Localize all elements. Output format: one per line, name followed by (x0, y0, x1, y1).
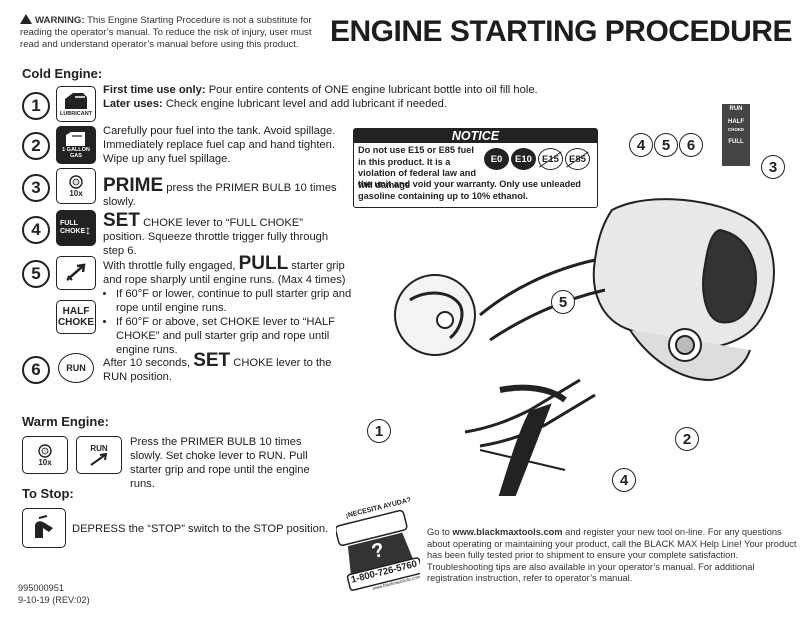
step-5-bullet: If 60°F or lower, continue to pull start… (116, 287, 361, 315)
fuel-badge-e15: E15 (538, 148, 563, 170)
step-6-big: SET (193, 350, 231, 371)
step-1-text2: Check engine lubricant level and add lub… (165, 98, 447, 110)
step-3-text: PRIME press the PRIMER BULB 10 times slo… (103, 175, 358, 209)
step-5-number: 5 (22, 260, 50, 288)
fuel-badge-e0: E0 (484, 148, 509, 170)
step-5-big: PULL (238, 253, 289, 274)
gas-can-icon: 1 GALLON GAS (56, 126, 96, 164)
warm-run-icon: RUN (76, 436, 122, 474)
help-phone-badge: ? (336, 509, 420, 591)
choke-tag-choke: CHOKE (727, 127, 745, 132)
warm-primer-icon: 10x (22, 436, 68, 474)
step-5-text: With throttle fully engaged, PULL starte… (103, 253, 361, 357)
warm-primer-icon-label: 10x (38, 457, 52, 467)
fuel-badge-e10: E10 (511, 148, 536, 170)
step-4-body: CHOKE lever to “FULL CHOKE” position. Sq… (103, 217, 329, 257)
trimmer-illustration (394, 198, 775, 496)
step-5-bullets: If 60°F or lower, continue to pull start… (103, 287, 361, 357)
step-5-pre: With throttle fully engaged, (103, 260, 236, 272)
warm-run-icon-label: RUN (90, 443, 108, 453)
callout-6-top: 6 (679, 133, 703, 157)
step-2-text: Carefully pour fuel into the tank. Avoid… (103, 125, 336, 165)
notice-text-2: the unit and void your warranty. Only us… (358, 179, 581, 201)
step-3-body: press the PRIMER BULB 10 times slowly. (103, 182, 337, 208)
primer-bulb-icon: 10x (56, 168, 96, 204)
primer-bulb-icon-label: 10x (69, 188, 83, 198)
callout-3: 3 (761, 155, 785, 179)
help-text: Go to www.blackmaxtools.com and register… (427, 527, 797, 585)
svg-text:?: ? (369, 539, 386, 563)
step-2-number: 2 (22, 132, 50, 160)
warning-icon (20, 14, 32, 24)
half-choke-icon: HALF CHOKE (56, 300, 96, 334)
help-url-link[interactable]: www.blackmaxtools.com (452, 527, 563, 537)
callout-1: 1 (367, 419, 391, 443)
warning-label: WARNING: (35, 15, 85, 26)
step-1-lead1: First time use only: (103, 84, 206, 96)
pull-cord-icon (56, 256, 96, 290)
warning-text: This Engine Starting Procedure is not a … (20, 15, 312, 50)
step-1-text: First time use only: Pour entire content… (103, 83, 553, 111)
run-icon-label: RUN (66, 363, 86, 373)
cold-engine-heading: Cold Engine: (22, 66, 103, 81)
fuel-notice: NOTICE Do not use E15 or E85 fuel in thi… (353, 128, 598, 208)
fuel-badge-e85: E85 (565, 148, 590, 170)
step-6-pre: After 10 seconds, (103, 357, 191, 369)
lubricant-icon: LUBRICANT (56, 86, 96, 122)
choke-lever-glyph: ↕ (85, 223, 91, 237)
gas-can-icon-label: 1 GALLON GAS (62, 147, 90, 159)
step-1-number: 1 (22, 92, 50, 120)
help-pre: Go to (427, 527, 450, 537)
document-footer: 995000951 9-10-19 (REV:02) (18, 582, 90, 606)
callout-2: 2 (675, 427, 699, 451)
warning-notice: WARNING: This Engine Starting Procedure … (20, 14, 320, 51)
full-choke-icon-label: FULL CHOKE (60, 220, 86, 235)
step-4-number: 4 (22, 216, 50, 244)
step-6-number: 6 (22, 356, 50, 384)
lubricant-icon-label: LUBRICANT (59, 111, 93, 117)
step-4-text: SET CHOKE lever to “FULL CHOKE” position… (103, 210, 338, 258)
part-number: 995000951 (18, 583, 64, 593)
revision-date: 9-10-19 (REV:02) (18, 595, 90, 605)
choke-tag-half: HALF (728, 119, 744, 125)
fuel-badges: E0 E10 E15 E85 (484, 148, 590, 170)
help-body: and register your new tool on-line. For … (427, 527, 797, 584)
stop-switch-icon (22, 508, 66, 548)
page-title: ENGINE STARTING PROCEDURE (330, 15, 792, 48)
callout-5-top: 5 (654, 133, 678, 157)
callout-5: 5 (551, 290, 575, 314)
step-4-big: SET (103, 210, 140, 231)
warm-engine-heading: Warm Engine: (22, 414, 109, 429)
step-1-text1: Pour entire contents of ONE engine lubri… (208, 84, 538, 96)
run-icon: RUN (58, 353, 94, 383)
callout-4-bottom: 4 (612, 468, 636, 492)
step-5-bullet: If 60°F or above, set CHOKE lever to “HA… (116, 315, 361, 357)
step-6-text: After 10 seconds, SET CHOKE lever to the… (103, 350, 343, 384)
callout-4-top: 4 (629, 133, 653, 157)
step-5-body: starter grip and rope sharply until engi… (103, 260, 346, 286)
notice-heading: NOTICE (354, 129, 597, 143)
notice-text-1: Do not use E15 or E85 fuel in this produ… (358, 145, 476, 190)
choke-tag-run: RUN (729, 106, 743, 112)
step-6-body: CHOKE lever to the RUN position. (103, 357, 332, 383)
to-stop-heading: To Stop: (22, 486, 74, 501)
choke-tag-full: FULL (728, 139, 744, 145)
half-choke-icon-label: HALF CHOKE (57, 306, 95, 328)
full-choke-icon: FULL CHOKE ↕ (56, 210, 96, 246)
warm-engine-text: Press the PRIMER BULB 10 times slowly. S… (130, 436, 310, 490)
step-3-number: 3 (22, 174, 50, 202)
step-1-lead2: Later uses: (103, 98, 163, 110)
to-stop-text: DEPRESS the “STOP” switch to the STOP po… (72, 523, 329, 535)
choke-position-tag: RUN HALF CHOKE FULL (722, 104, 750, 166)
step-3-big: PRIME (103, 175, 164, 196)
